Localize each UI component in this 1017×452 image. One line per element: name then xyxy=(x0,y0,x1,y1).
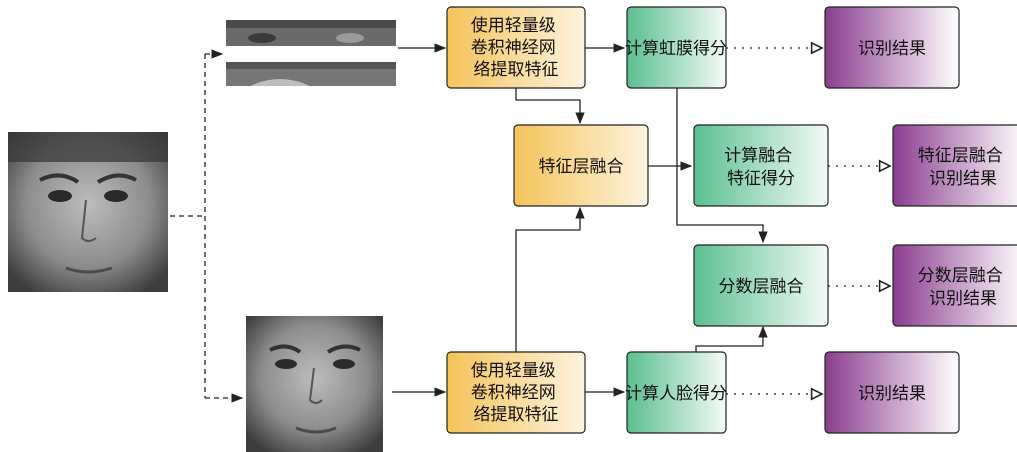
result-arrows xyxy=(726,48,890,394)
svg-text:识别结果: 识别结果 xyxy=(858,39,926,59)
node-iris-score: 计算虹膜得分 xyxy=(625,6,727,89)
svg-text:分数层融合 识别结果: 分数层融合 识别结果 xyxy=(918,266,1008,309)
node-feature-fusion: 特征层融合 xyxy=(513,124,649,207)
node-result-face: 识别结果 xyxy=(824,351,960,434)
svg-text:使用轻量级 卷积神经网 络提取特征: 使用轻量级 卷积神经网 络提取特征 xyxy=(471,360,561,425)
svg-text:计算人脸得分: 计算人脸得分 xyxy=(625,384,727,404)
svg-text:计算融合 特征得分: 计算融合 特征得分 xyxy=(724,146,797,189)
face-crop-photo xyxy=(246,316,383,452)
iris-strip-bottom-photo xyxy=(226,62,396,86)
arrow-iris-score-to-score-fusion xyxy=(676,88,768,244)
node-score-fusion: 分数层融合 xyxy=(693,244,829,327)
node-extract-top: 使用轻量级 卷积神经网 络提取特征 xyxy=(446,6,586,89)
iris-strip-top-photo xyxy=(226,20,396,46)
node-face-score: 计算人脸得分 xyxy=(625,351,727,434)
input-face-photo xyxy=(8,132,168,292)
flow-arrows xyxy=(392,43,768,397)
svg-text:识别结果: 识别结果 xyxy=(858,384,926,404)
svg-text:计算虹膜得分: 计算虹膜得分 xyxy=(625,39,727,59)
node-result-feature-fusion: 特征层融合 识别结果 xyxy=(892,124,1017,207)
arrow-face-score-to-score-fusion xyxy=(695,325,768,352)
node-fused-feature-score: 计算融合 特征得分 xyxy=(693,124,829,207)
svg-text:使用轻量级 卷积神经网 络提取特征: 使用轻量级 卷积神经网 络提取特征 xyxy=(471,15,561,80)
arrow-extract-bottom-to-feature-fusion xyxy=(515,206,585,352)
svg-text:分数层融合: 分数层融合 xyxy=(719,277,804,297)
node-extract-bottom: 使用轻量级 卷积神经网 络提取特征 xyxy=(446,351,586,434)
node-result-score-fusion: 分数层融合 识别结果 xyxy=(892,244,1017,327)
input-connectors xyxy=(170,49,244,403)
svg-text:特征层融合 识别结果: 特征层融合 识别结果 xyxy=(918,146,1008,189)
node-result-iris: 识别结果 xyxy=(824,6,960,89)
arrow-extract-top-to-feature-fusion xyxy=(515,88,585,125)
svg-text:特征层融合: 特征层融合 xyxy=(539,157,624,177)
